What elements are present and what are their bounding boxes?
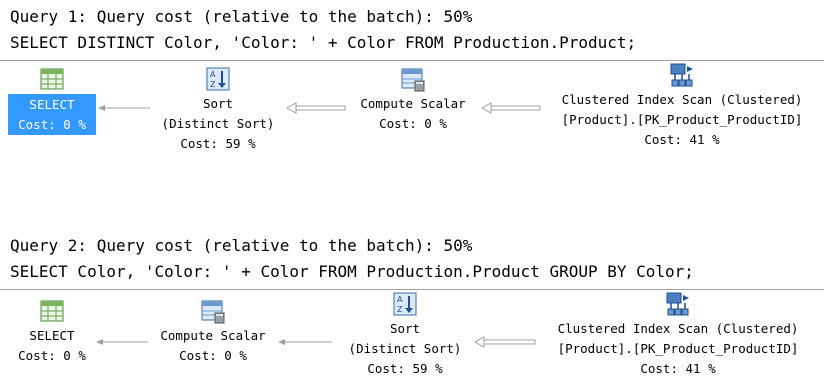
query-2-header: Query 2: Query cost (relative to the bat…: [10, 236, 473, 255]
query-2-sql: SELECT Color, 'Color: ' + Color FROM Pro…: [10, 262, 694, 281]
result-grid-icon: [40, 300, 64, 322]
plan-node-select[interactable]: SELECT Cost: 0 %: [8, 66, 96, 135]
clustered-index-scan-icon: [666, 292, 689, 316]
plan-node-compute-scalar[interactable]: Compute Scalar Cost: 0 %: [148, 298, 278, 366]
data-flow-arrow: [482, 102, 541, 114]
plan-node-sort[interactable]: A Z Sort (Distinct Sort) Cost: 59 %: [148, 66, 288, 154]
plan-node-sort[interactable]: A Z Sort (Distinct Sort) Cost: 59 %: [335, 291, 475, 378]
data-flow-arrow: [98, 105, 150, 111]
svg-text:Z: Z: [397, 305, 403, 314]
node-label: Clustered Index Scan (Clustered): [561, 92, 803, 107]
svg-text:Z: Z: [210, 80, 216, 89]
divider: [0, 60, 824, 61]
node-label: Clustered Index Scan (Clustered): [557, 321, 799, 336]
query-1-header: Query 1: Query cost (relative to the bat…: [10, 7, 473, 26]
data-flow-arrow: [287, 102, 346, 114]
compute-scalar-icon: [201, 300, 225, 324]
svg-text:A: A: [210, 70, 216, 79]
data-flow-arrow: [96, 339, 148, 345]
clustered-index-scan-icon: [670, 63, 693, 87]
node-cost: Cost: 0 %: [379, 116, 447, 131]
node-subtitle: (Distinct Sort): [161, 116, 275, 131]
node-cost: Cost: 0 %: [18, 348, 86, 363]
node-label: SELECT: [29, 328, 75, 343]
node-cost: Cost: 59 %: [367, 361, 443, 376]
node-label: Sort: [389, 321, 421, 336]
node-cost: Cost: 0 %: [8, 115, 96, 135]
sort-icon: A Z: [393, 292, 417, 316]
data-flow-arrow: [278, 339, 332, 345]
compute-scalar-icon: [401, 68, 425, 92]
node-subtitle: [Product].[PK_Product_ProductID]: [561, 112, 803, 127]
node-label: Compute Scalar: [360, 96, 466, 111]
svg-text:A: A: [397, 295, 403, 304]
plan-node-compute-scalar[interactable]: Compute Scalar Cost: 0 %: [348, 66, 478, 134]
node-cost: Cost: 41 %: [640, 361, 716, 376]
node-subtitle: [Product].[PK_Product_ProductID]: [557, 341, 799, 356]
plan-node-clustered-index-scan[interactable]: Clustered Index Scan (Clustered) [Produc…: [536, 291, 820, 378]
node-cost: Cost: 0 %: [179, 348, 247, 363]
result-grid-icon: [40, 68, 64, 90]
data-flow-arrow: [475, 336, 536, 348]
node-label: Sort: [202, 96, 234, 111]
plan-node-select[interactable]: SELECT Cost: 0 %: [8, 298, 96, 366]
sort-icon: A Z: [206, 67, 230, 91]
node-label: SELECT: [8, 94, 96, 115]
node-label: Compute Scalar: [160, 328, 266, 343]
node-cost: Cost: 59 %: [180, 136, 256, 151]
divider: [0, 289, 824, 290]
node-subtitle: (Distinct Sort): [348, 341, 462, 356]
plan-node-clustered-index-scan[interactable]: Clustered Index Scan (Clustered) [Produc…: [540, 62, 824, 150]
node-cost: Cost: 41 %: [644, 132, 720, 147]
query-1-sql: SELECT DISTINCT Color, 'Color: ' + Color…: [10, 33, 637, 52]
